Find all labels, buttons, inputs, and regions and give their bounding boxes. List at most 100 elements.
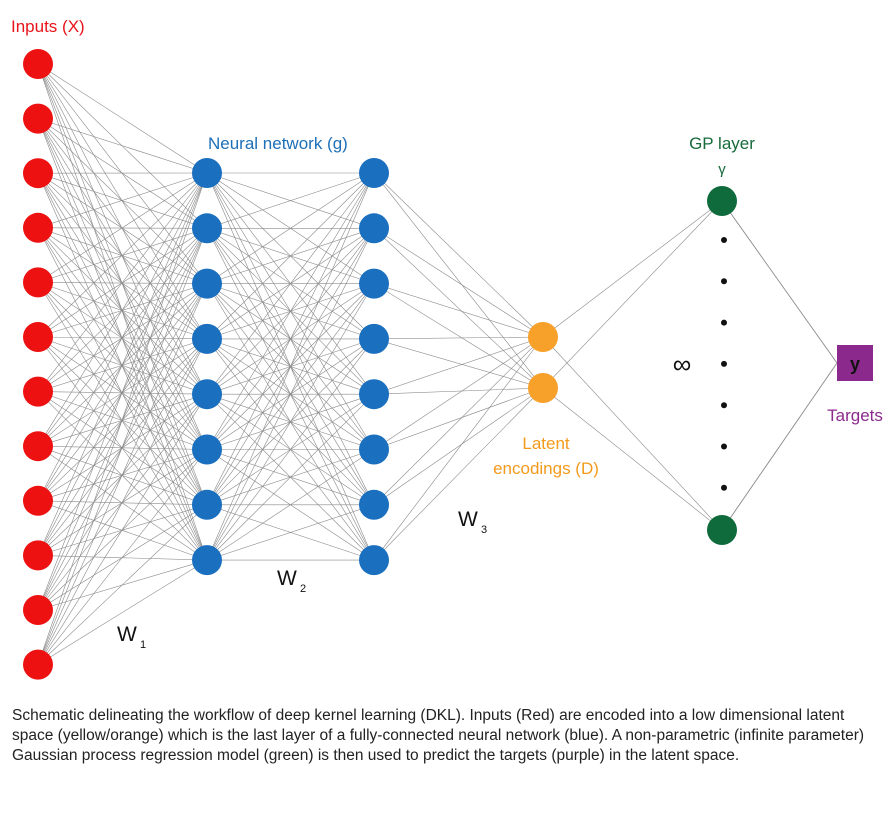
hidden-node-layer1 <box>192 434 222 465</box>
edge-input-hidden1 <box>37 172 208 392</box>
edge-input-hidden1 <box>37 227 208 395</box>
edge-input-hidden1 <box>37 172 208 340</box>
edge-input-hidden1 <box>37 283 208 665</box>
edge-hidden1-hidden2 <box>206 172 375 229</box>
edge-hidden1-hidden2 <box>206 228 375 561</box>
hidden-node-layer2 <box>359 268 389 299</box>
dkl-diagram: Inputs (X) Neural network (g) Latent enc… <box>11 17 883 680</box>
hidden-node-layer2 <box>359 323 389 354</box>
input-node <box>23 158 53 189</box>
edge-hidden2-latent <box>373 228 544 389</box>
edge-input-hidden1 <box>37 394 208 665</box>
latent-node <box>528 373 558 403</box>
edge-hidden1-hidden2 <box>206 338 375 561</box>
edge-hidden1-hidden2 <box>206 172 375 395</box>
neural-network-label: Neural network (g) <box>208 134 348 153</box>
input-node <box>23 103 53 134</box>
edge-hidden1-hidden2 <box>206 172 375 284</box>
target-symbol: y <box>850 354 860 374</box>
hidden-node-layer2 <box>359 489 389 520</box>
network-nodes <box>23 49 737 680</box>
edge-hidden2-latent <box>373 387 544 450</box>
edge-input-hidden1 <box>37 338 208 665</box>
w2-label: W <box>277 567 297 590</box>
edge-input-hidden1 <box>37 445 208 506</box>
latent-label-line2: encodings (D) <box>493 459 599 478</box>
w2-subscript: 2 <box>300 583 306 595</box>
edge-hidden1-hidden2 <box>206 172 375 505</box>
input-node <box>23 595 53 625</box>
edge-latent-gp <box>542 200 723 338</box>
ellipsis-dot <box>721 484 727 491</box>
latent-label-line1: Latent <box>522 434 570 453</box>
edge-input-hidden1 <box>37 118 208 229</box>
input-node <box>23 267 53 298</box>
edge-input-hidden1 <box>37 282 208 450</box>
edge-hidden2-latent <box>373 336 544 340</box>
edge-input-hidden1 <box>37 63 208 174</box>
edge-hidden2-latent <box>373 338 544 389</box>
edge-input-hidden1 <box>37 336 208 506</box>
edge-input-hidden1 <box>37 449 208 665</box>
edge-latent-gp <box>542 200 723 389</box>
w1-subscript: 1 <box>140 639 146 651</box>
edge-input-hidden1 <box>37 172 208 283</box>
edge-input-hidden1 <box>37 282 208 395</box>
target-box <box>837 345 873 381</box>
gp-layer-label: GP layer <box>689 134 755 153</box>
edge-hidden2-latent <box>373 387 544 395</box>
edge-input-hidden1 <box>37 63 208 229</box>
edge-input-hidden1 <box>37 172 208 611</box>
edge-input-hidden1 <box>37 391 208 450</box>
gp-node <box>707 515 737 545</box>
edge-gp-target <box>721 200 838 364</box>
ellipsis-dot <box>721 319 727 326</box>
edge-input-hidden1 <box>37 559 208 665</box>
targets-label: Targets <box>827 406 883 425</box>
input-node <box>23 540 53 571</box>
edge-hidden2-latent <box>373 283 544 338</box>
edge-hidden1-hidden2 <box>206 393 375 561</box>
hidden-node-layer2 <box>359 434 389 465</box>
hidden-node-layer2 <box>359 213 389 244</box>
edge-input-hidden1 <box>37 172 208 556</box>
edge-hidden1-hidden2 <box>206 172 375 340</box>
edge-input-hidden1 <box>37 172 208 665</box>
edge-hidden2-latent <box>373 336 544 506</box>
connection-edges <box>37 63 838 665</box>
edge-hidden2-latent <box>373 228 544 338</box>
hidden-node-layer1 <box>192 213 222 244</box>
input-node <box>23 322 53 352</box>
w1-label: W <box>117 623 137 646</box>
ellipsis-dot <box>721 360 727 367</box>
edge-input-hidden1 <box>37 172 208 229</box>
w3-label: W <box>458 508 478 531</box>
input-node <box>23 431 53 462</box>
edge-input-hidden1 <box>37 227 208 284</box>
edge-input-hidden1 <box>37 500 208 561</box>
edge-hidden2-latent <box>373 336 544 395</box>
infinity-symbol: ∞ <box>673 349 692 379</box>
ellipsis-dot <box>721 237 727 243</box>
edge-input-hidden1 <box>37 172 208 338</box>
latent-node <box>528 322 558 352</box>
edge-input-hidden1 <box>37 504 208 665</box>
edge-input-hidden1 <box>37 228 208 665</box>
gp-symbol-label: γ <box>718 161 726 178</box>
edge-gp-target <box>721 362 838 531</box>
edge-hidden2-latent <box>373 387 544 561</box>
edge-hidden2-latent <box>373 172 544 338</box>
hidden-node-layer1 <box>192 379 222 410</box>
w3-subscript: 3 <box>481 524 487 536</box>
ellipsis-dot <box>721 278 727 285</box>
edge-input-hidden1 <box>37 172 208 501</box>
hidden-node-layer1 <box>192 158 222 188</box>
edge-input-hidden1 <box>37 172 208 229</box>
input-node <box>23 376 53 407</box>
edge-latent-gp <box>542 387 723 531</box>
hidden-node-layer2 <box>359 158 389 188</box>
hidden-node-layer1 <box>192 489 222 520</box>
edge-hidden2-latent <box>373 336 544 450</box>
edge-hidden2-latent <box>373 336 544 561</box>
hidden-node-layer2 <box>359 545 389 576</box>
